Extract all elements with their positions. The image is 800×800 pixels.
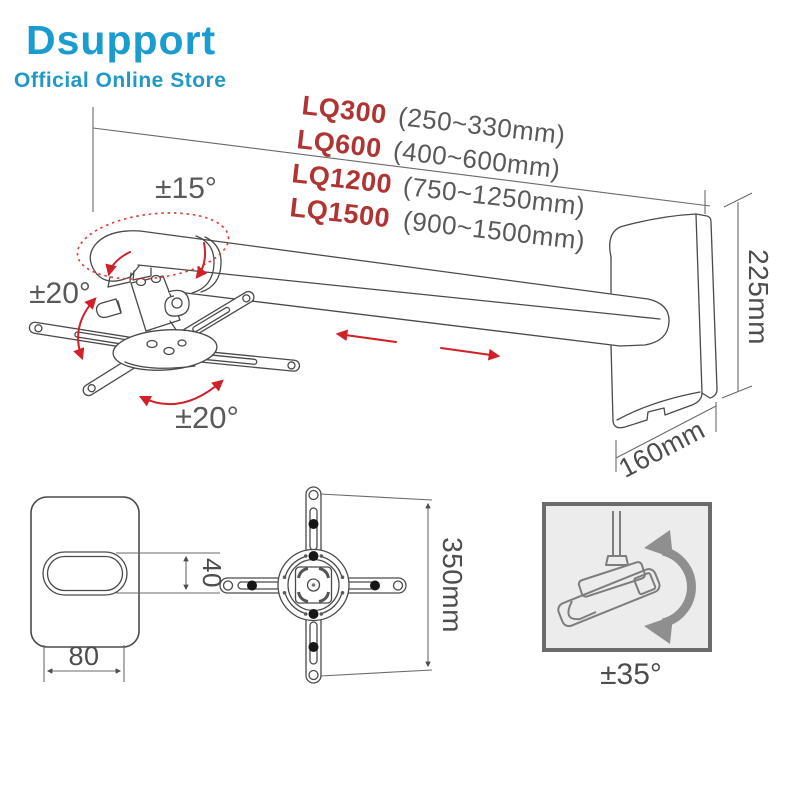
extend-arrow-right bbox=[440, 347, 501, 361]
motion-arrows bbox=[73, 212, 501, 407]
rotation-box bbox=[542, 502, 712, 652]
brand-tagline: Official Online Store bbox=[14, 69, 227, 92]
cross-span-label: 350mm bbox=[437, 537, 468, 633]
arm-bottom-edge bbox=[185, 292, 621, 347]
projector-illustration bbox=[557, 511, 661, 628]
plate-front-view: 40 80 bbox=[30, 496, 227, 682]
tilt-arrow-left bbox=[105, 251, 131, 277]
arm-front-edge bbox=[137, 264, 661, 320]
slot-width-extension-lines bbox=[43, 645, 125, 682]
swing-arc-left bbox=[73, 297, 97, 361]
tilt-angle-label: ±15° bbox=[155, 172, 217, 205]
arm-clamp-band bbox=[191, 235, 215, 294]
plate-depth-dimension bbox=[615, 402, 717, 472]
wall-plate bbox=[609, 213, 718, 429]
rotation-arrow bbox=[644, 530, 696, 644]
dimension-line-diagonal bbox=[92, 127, 711, 207]
extension-arm bbox=[89, 230, 670, 347]
swing-angle-label-upper: ±20° bbox=[29, 277, 91, 310]
cross-bracket-top-view: 350mm bbox=[219, 486, 468, 684]
brand-name: Dsupport bbox=[26, 17, 217, 63]
model-name: LQ1500 bbox=[288, 192, 391, 233]
brand-logo: Dsupport Official Online Store bbox=[14, 17, 227, 92]
extend-arrow-left bbox=[335, 329, 397, 343]
rotation-angle-label: ±35° bbox=[600, 658, 662, 691]
ball-joint bbox=[95, 274, 190, 341]
tilt-arrow-right bbox=[195, 242, 208, 279]
model-name: LQ300 bbox=[300, 90, 388, 129]
cross-span-extension-lines bbox=[319, 493, 433, 677]
cross-bolts bbox=[247, 519, 380, 652]
arm-top-edge bbox=[139, 230, 670, 347]
slot-width-label: 80 bbox=[68, 641, 99, 671]
plate-height-dimension bbox=[721, 192, 753, 399]
rotation-ellipse bbox=[76, 212, 230, 280]
arm-pivot-cap bbox=[89, 230, 141, 282]
wall-mount-assembly bbox=[28, 192, 753, 472]
plate-dimensions bbox=[615, 192, 753, 472]
plate-height-label: 225mm bbox=[743, 249, 774, 345]
swing-arc-bottom bbox=[138, 379, 224, 407]
model-list: LQ300 (250~330mm) LQ600 (400~600mm) LQ12… bbox=[288, 90, 587, 255]
slot-oval-inner bbox=[46, 555, 124, 592]
slot-height-extension-lines bbox=[116, 552, 220, 594]
plate-depth-label: 160mm bbox=[614, 414, 710, 483]
hub-ring-holes bbox=[282, 554, 345, 616]
arm-length-dimension bbox=[92, 107, 711, 214]
model-name: LQ600 bbox=[295, 124, 383, 163]
swing-angle-label-lower: ±20° bbox=[175, 400, 239, 435]
